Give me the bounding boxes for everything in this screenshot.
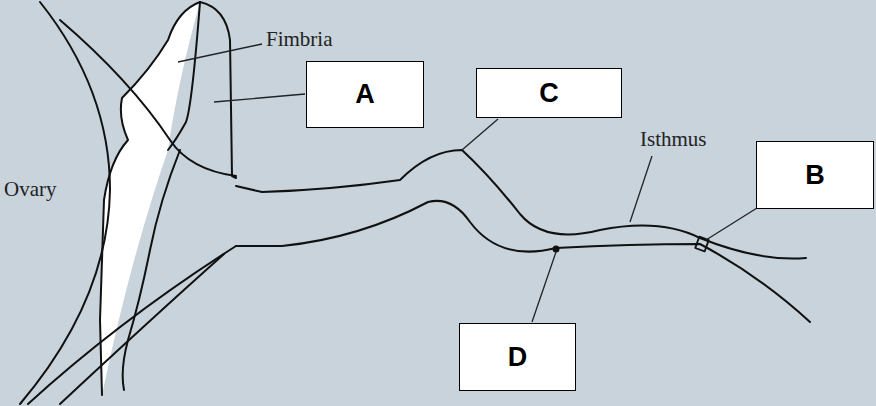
fimbria-fold bbox=[123, 150, 180, 390]
leader-line bbox=[706, 208, 757, 240]
infundibulum-wall bbox=[60, 20, 236, 176]
callout-box: A bbox=[306, 61, 424, 128]
callout-letter: A bbox=[355, 79, 375, 110]
part-label: Fimbria bbox=[266, 27, 333, 52]
part-label: Ovary bbox=[4, 177, 56, 202]
part-label: Isthmus bbox=[640, 127, 707, 152]
junction-dot bbox=[554, 247, 559, 252]
callout-box: D bbox=[459, 323, 576, 391]
leader-line bbox=[630, 156, 652, 222]
callout-letter: D bbox=[508, 342, 528, 373]
ovary-outline bbox=[20, 2, 110, 404]
leader-line bbox=[214, 94, 305, 102]
leader-line bbox=[532, 252, 556, 322]
infundibulum-wall bbox=[200, 2, 236, 178]
callout-letter: B bbox=[805, 160, 825, 191]
tube-lower-wall bbox=[28, 246, 236, 404]
tube-lower-wall bbox=[236, 201, 810, 322]
leader-line bbox=[462, 119, 498, 150]
tube-upper-wall bbox=[236, 150, 806, 259]
callout-box: C bbox=[476, 68, 622, 118]
fimbria-fold bbox=[168, 2, 200, 150]
callout-box: B bbox=[756, 141, 874, 209]
tube-lower-wall bbox=[60, 254, 224, 404]
leader-line bbox=[178, 44, 262, 62]
callout-letter: C bbox=[539, 78, 559, 109]
